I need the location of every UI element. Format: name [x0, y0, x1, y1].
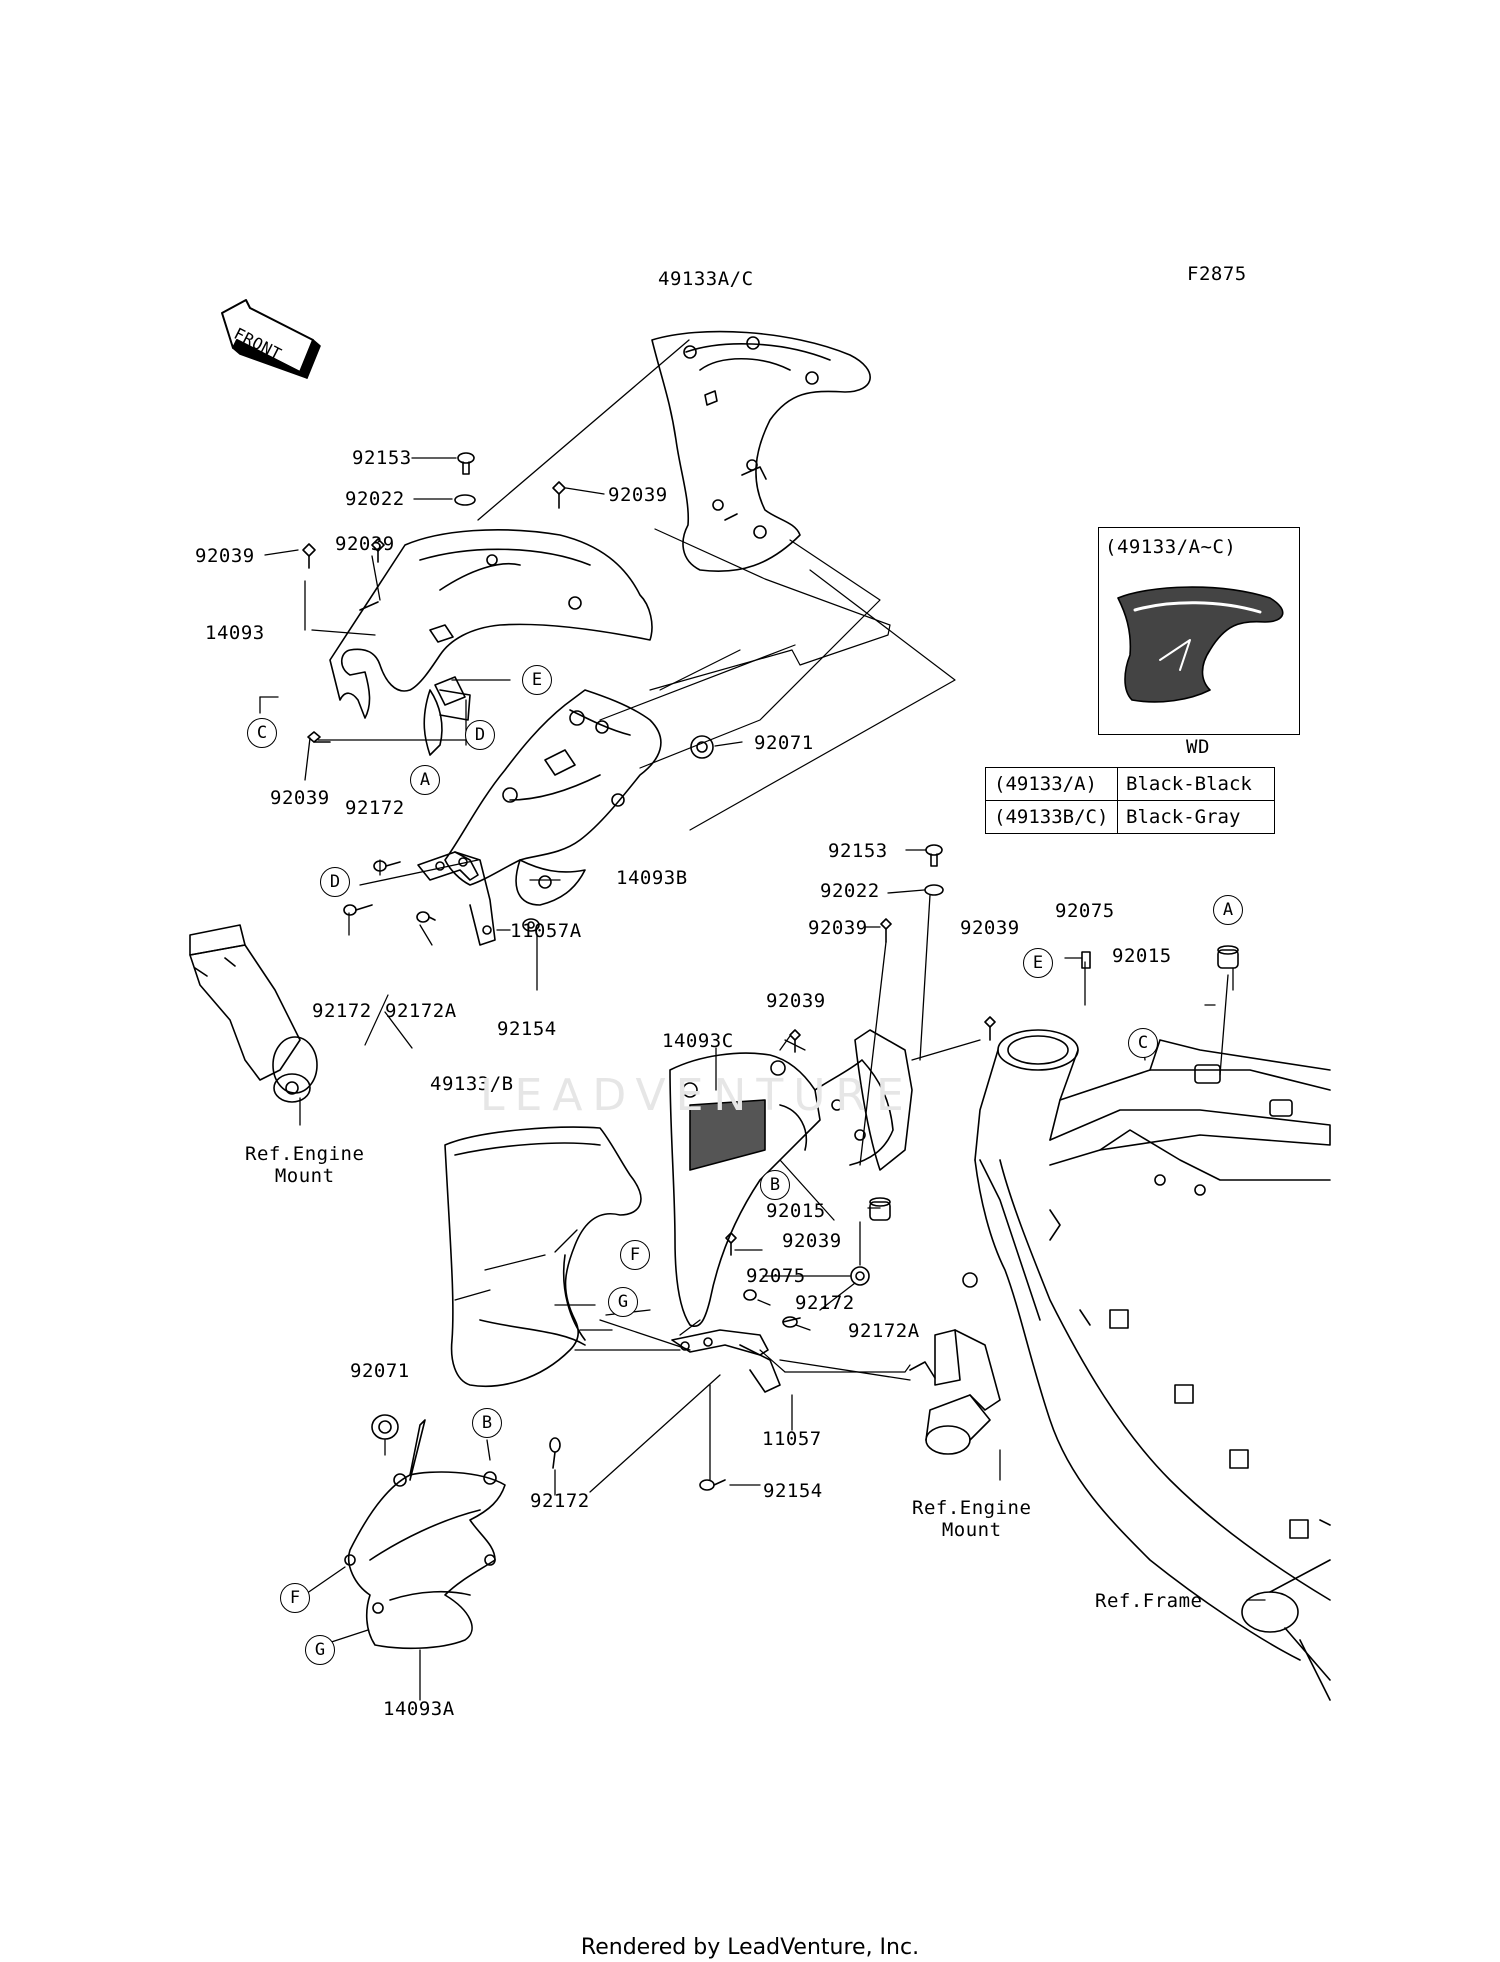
part-92015-center: 92015	[766, 1200, 826, 1222]
part-92154-upper: 92154	[497, 1018, 557, 1040]
callout-f-center: F	[620, 1240, 650, 1270]
part-92075-center: 92075	[746, 1265, 806, 1287]
color-variant-inset: (49133/A~C)	[1098, 527, 1300, 735]
ref-engine-mount-right: Ref.Engine Mount	[912, 1497, 1032, 1541]
frame	[962, 1029, 1331, 1701]
bracket-11057	[671, 1329, 781, 1393]
engine-mount-right	[909, 1329, 1001, 1455]
variant-row: (49133B/C) Black-Gray	[985, 800, 1275, 834]
part-92071-lower: 92071	[350, 1360, 410, 1382]
part-92172-upper: 92172	[345, 797, 405, 819]
callout-g-lower: G	[305, 1635, 335, 1665]
inset-title: (49133/A~C)	[1105, 536, 1237, 558]
ref-frame: Ref.Frame	[1095, 1590, 1203, 1612]
diagram-code: F2875	[1187, 263, 1247, 285]
footer-credit: Rendered by LeadVenture, Inc.	[580, 1935, 920, 1960]
part-49133b: 49133/B	[430, 1073, 514, 1095]
part-11057: 11057	[762, 1428, 822, 1450]
part-92075-right: 92075	[1055, 900, 1115, 922]
variant-code: (49133B/C)	[985, 800, 1118, 834]
callout-c-right: C	[1128, 1028, 1158, 1058]
variant-color: Black-Black	[1117, 767, 1275, 801]
ref-engine-mount-left: Ref.Engine Mount	[245, 1143, 365, 1187]
part-92039-center-b: 92039	[766, 990, 826, 1012]
upper-shroud-49133ac	[651, 330, 871, 573]
part-92039-left: 92039	[195, 545, 255, 567]
callout-a-upper: A	[410, 765, 440, 795]
cover-14093	[329, 529, 653, 719]
part-92022-lower: 92022	[820, 880, 880, 902]
part-92039-right: 92039	[960, 917, 1020, 939]
callout-c-upper: C	[247, 718, 277, 748]
callout-b-center: B	[760, 1170, 790, 1200]
part-92039-mid: 92039	[335, 533, 395, 555]
leader-lines	[259, 339, 1266, 1701]
bracket-11057a	[417, 851, 496, 946]
lower-cover-14093a	[344, 1419, 506, 1650]
variant-row: (49133/A) Black-Black	[985, 767, 1275, 801]
part-92172-left: 92172	[312, 1000, 372, 1022]
callout-d-lower: D	[320, 867, 350, 897]
lower-shroud-49133b	[444, 1126, 642, 1388]
part-92022-upper: 92022	[345, 488, 405, 510]
part-92172a-center: 92172A	[848, 1320, 920, 1342]
part-92153-lower: 92153	[828, 840, 888, 862]
variant-code: (49133/A)	[985, 767, 1118, 801]
part-92039-center-c: 92039	[782, 1230, 842, 1252]
part-92071-upper: 92071	[754, 732, 814, 754]
part-92153-upper: 92153	[352, 447, 412, 469]
callout-f-lower: F	[280, 1583, 310, 1613]
part-92039-lower-left: 92039	[270, 787, 330, 809]
part-11057a: 11057A	[510, 920, 582, 942]
part-92015-right: 92015	[1112, 945, 1172, 967]
callout-b-lower: B	[472, 1408, 502, 1438]
inner-panel-14093b	[444, 689, 662, 906]
callout-e-upper: E	[522, 665, 552, 695]
watermark: LEADVENTURE	[480, 1070, 914, 1121]
part-92154-lower: 92154	[763, 1480, 823, 1502]
part-14093: 14093	[205, 622, 265, 644]
callout-a-right: A	[1213, 895, 1243, 925]
hardware-fasteners	[302, 452, 1239, 1491]
part-92172-lower: 92172	[530, 1490, 590, 1512]
part-92172a-upper: 92172A	[385, 1000, 457, 1022]
callout-e-right: E	[1023, 948, 1053, 978]
variant-color: Black-Gray	[1117, 800, 1275, 834]
inset-caption: WD	[1186, 736, 1210, 758]
bracket-upper	[423, 689, 471, 756]
callout-g-center: G	[608, 1287, 638, 1317]
part-92039-upper-right: 92039	[608, 484, 668, 506]
callout-d-upper: D	[465, 720, 495, 750]
part-14093a: 14093A	[383, 1698, 455, 1720]
engine-mount-left	[189, 924, 318, 1103]
part-92172-center: 92172	[795, 1292, 855, 1314]
inset-shroud-icon	[1117, 586, 1284, 703]
part-14093c: 14093C	[662, 1030, 734, 1052]
part-14093b: 14093B	[616, 867, 688, 889]
part-92039-center-a: 92039	[808, 917, 868, 939]
part-49133ac: 49133A/C	[658, 268, 754, 290]
front-arrow-icon	[221, 299, 321, 379]
inner-panel-14093c	[669, 1029, 913, 1327]
color-variant-table: (49133/A) Black-Black (49133B/C) Black-G…	[985, 767, 1275, 834]
guide-lines	[364, 528, 956, 1373]
